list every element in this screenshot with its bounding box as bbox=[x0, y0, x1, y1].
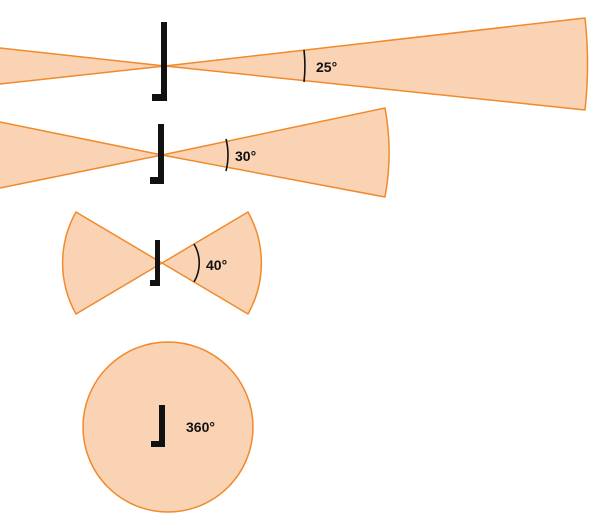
antenna-icon bbox=[151, 405, 165, 447]
antenna-icon bbox=[152, 22, 167, 101]
beam-diagram-360: 360° bbox=[82, 341, 254, 513]
angle-label: 30° bbox=[235, 148, 256, 164]
angle-arc bbox=[225, 138, 229, 172]
beam-lobe-right bbox=[164, 17, 589, 111]
antenna-icon bbox=[150, 124, 164, 184]
angle-label: 360° bbox=[186, 419, 215, 435]
angle-arc bbox=[303, 49, 306, 83]
beam-lobe-right bbox=[161, 211, 263, 315]
beam-lobe-right bbox=[161, 107, 390, 198]
beam-diagram-30: 30° bbox=[0, 107, 390, 198]
beam-lobe-left bbox=[0, 122, 162, 188]
antenna-icon bbox=[150, 240, 160, 286]
omni-coverage-circle bbox=[82, 341, 254, 513]
angle-label: 40° bbox=[206, 257, 227, 273]
beam-lobe-left bbox=[0, 48, 165, 84]
beam-diagram-40: 40° bbox=[61, 211, 263, 315]
angle-label: 25° bbox=[316, 59, 337, 75]
angle-arc bbox=[193, 243, 201, 283]
beam-diagram-25: 25° bbox=[0, 17, 589, 111]
beam-lobe-left bbox=[61, 211, 163, 315]
